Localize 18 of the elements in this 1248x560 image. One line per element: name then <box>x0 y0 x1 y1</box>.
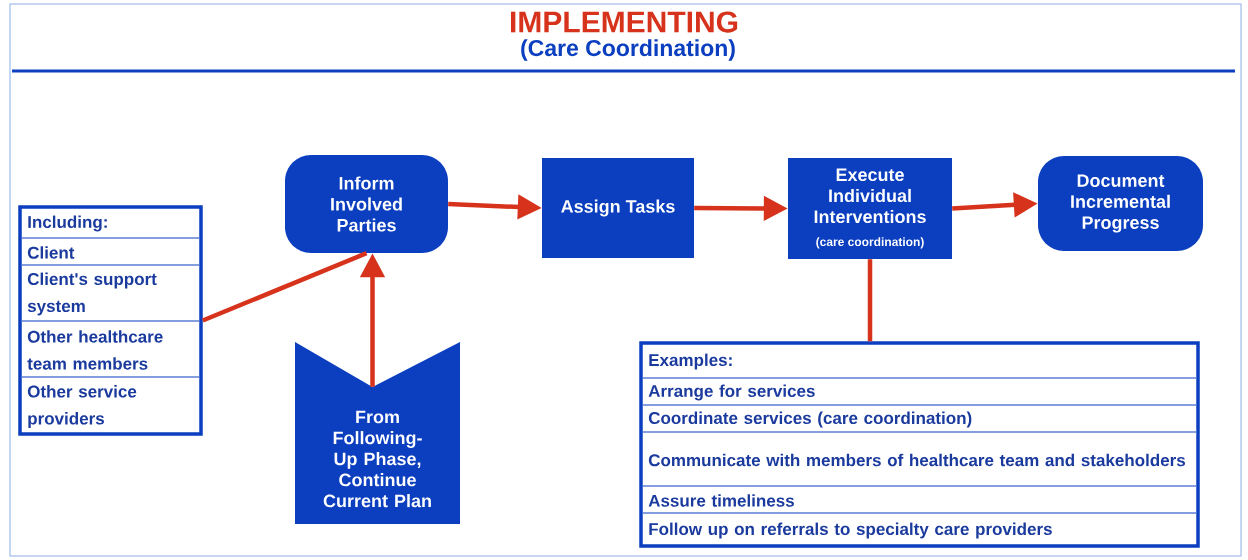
list-item: Client's support system <box>27 272 157 316</box>
process-box: Execute Individual Interventions (care coordination) <box>788 158 952 259</box>
rounded-box: Document Incremental Progress <box>1038 156 1203 251</box>
title: IMPLEMENTING <box>511 11 738 33</box>
list-item: Other service providers <box>27 385 137 428</box>
list-item: Arrange for services <box>648 384 815 401</box>
list-item: Follow up on referrals to specialty care providers <box>649 522 1052 539</box>
list-item: Coordinate services (care coordination) <box>648 411 972 428</box>
notched-box: From Following-Up Phase, Continue Current Plan <box>295 342 460 524</box>
list-item: Communicate with members of healthcare team and stakeholders <box>648 453 1185 467</box>
list-item: Assure timeliness <box>648 494 794 507</box>
list-item: Including: <box>28 215 107 232</box>
process-box: Assign Tasks <box>542 158 694 258</box>
list-item: Other healthcare team members <box>27 330 163 370</box>
subtitle: (Care Coordination) <box>521 39 735 61</box>
list-item: Client <box>27 246 75 259</box>
rounded-box: Inform Involved Parties <box>285 155 448 253</box>
list-item: Examples: <box>649 353 732 370</box>
